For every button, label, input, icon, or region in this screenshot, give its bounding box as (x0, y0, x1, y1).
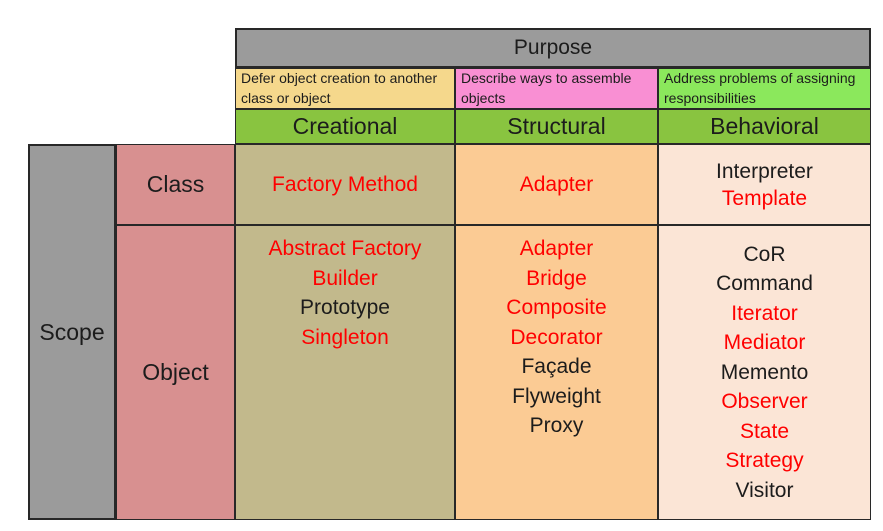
cell-creational-object: Abstract Factory Builder Prototype Singl… (235, 225, 455, 520)
pattern-proxy: Proxy (529, 414, 584, 437)
pattern-interpreter: Interpreter (716, 159, 813, 183)
pattern-prototype: Prototype (300, 296, 390, 319)
pattern-flyweight: Flyweight (512, 384, 601, 408)
pattern-adapter-class: Adapter (519, 172, 594, 196)
pattern-adapter-object: Adapter (519, 237, 594, 260)
pattern-strategy: Strategy (725, 449, 804, 473)
cell-creational-class: Factory Method (235, 144, 455, 225)
cell-structural-class: Adapter (455, 144, 658, 225)
pattern-memento: Memento (720, 360, 809, 384)
row-header-class: Class (116, 144, 235, 225)
pattern-command: Command (716, 272, 813, 296)
pattern-mediator: Mediator (723, 331, 806, 355)
pattern-factory-method: Factory Method (272, 172, 418, 196)
pattern-abstract-factory: Abstract Factory (268, 237, 422, 260)
column-header-creational: Creational (235, 109, 455, 144)
cell-behavioral-object: CoR Command Iterator Mediator Memento Ob… (658, 225, 871, 520)
column-description-creational: Defer object creation to another class o… (235, 68, 455, 109)
pattern-facade: Façade (521, 355, 592, 378)
pattern-observer: Observer (721, 390, 808, 414)
pattern-composite: Composite (506, 296, 607, 319)
column-description-structural: Describe ways to assemble objects (455, 68, 658, 109)
pattern-singleton: Singleton (301, 325, 389, 349)
column-header-structural: Structural (455, 109, 658, 144)
pattern-builder: Builder (312, 266, 378, 290)
pattern-template: Template (721, 186, 808, 210)
cell-structural-object: Adapter Bridge Composite Decorator Façad… (455, 225, 658, 520)
pattern-iterator: Iterator (731, 301, 798, 325)
pattern-visitor: Visitor (735, 478, 794, 502)
purpose-header: Purpose (235, 28, 871, 68)
pattern-bridge: Bridge (526, 266, 587, 290)
pattern-cor: CoR (743, 242, 786, 266)
column-description-behavioral: Address problems of assigning responsibi… (658, 68, 871, 109)
row-header-object: Object (116, 225, 235, 520)
pattern-state: State (739, 419, 790, 443)
scope-header: Scope (28, 144, 116, 520)
column-header-behavioral: Behavioral (658, 109, 871, 144)
pattern-decorator: Decorator (510, 325, 603, 349)
cell-behavioral-class: Interpreter Template (658, 144, 871, 225)
